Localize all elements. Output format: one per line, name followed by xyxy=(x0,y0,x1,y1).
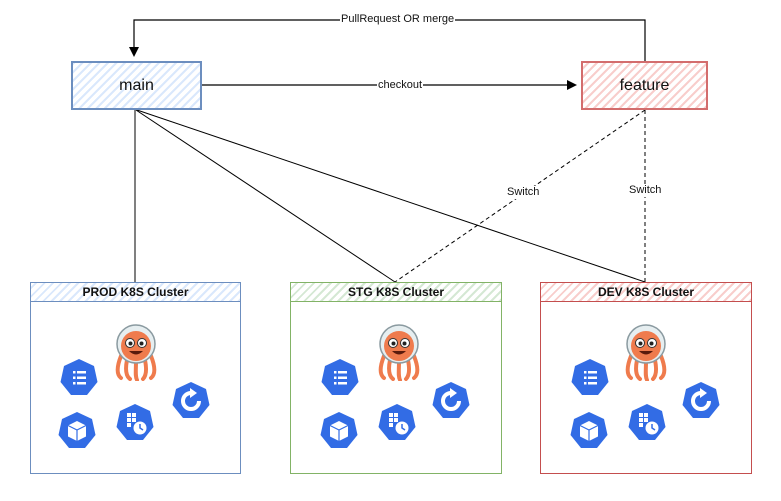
dev-cluster[interactable]: DEV K8S Cluster xyxy=(540,282,752,474)
prod-cluster[interactable]: PROD K8S Cluster xyxy=(30,282,241,474)
k8s-cube-icon xyxy=(319,411,359,451)
argo-octopus-icon xyxy=(623,323,669,381)
k8s-cube-icon xyxy=(57,411,97,451)
argo-octopus-icon xyxy=(113,323,159,381)
k8s-cronjob-icon xyxy=(627,403,667,443)
k8s-restart-icon xyxy=(171,381,211,421)
merge-edge xyxy=(129,19,646,61)
k8s-cronjob-icon xyxy=(377,403,417,443)
switch-dev-label: Switch xyxy=(628,184,663,197)
feature-to-stg-edge xyxy=(394,109,646,283)
argo-octopus-icon xyxy=(376,323,422,381)
k8s-cube-icon xyxy=(569,411,609,451)
stg-cluster[interactable]: STG K8S Cluster xyxy=(290,282,502,474)
dev-cluster-title: DEV K8S Cluster xyxy=(541,283,751,302)
k8s-restart-icon xyxy=(681,381,721,421)
k8s-list-icon xyxy=(570,358,610,398)
main-to-stg-edge xyxy=(135,109,396,283)
feature-branch-node[interactable]: feature xyxy=(581,61,708,110)
merge-label: PullRequest OR merge xyxy=(340,13,456,26)
main-branch-node[interactable]: main xyxy=(71,61,202,110)
k8s-restart-icon xyxy=(431,381,471,421)
checkout-label: checkout xyxy=(377,79,424,92)
k8s-list-icon xyxy=(320,358,360,398)
stg-cluster-title: STG K8S Cluster xyxy=(291,283,501,302)
main-to-dev-edge xyxy=(136,109,646,283)
switch-stg-label: Switch xyxy=(506,186,541,199)
prod-cluster-title: PROD K8S Cluster xyxy=(31,283,240,302)
k8s-cronjob-icon xyxy=(115,403,155,443)
k8s-list-icon xyxy=(59,358,99,398)
